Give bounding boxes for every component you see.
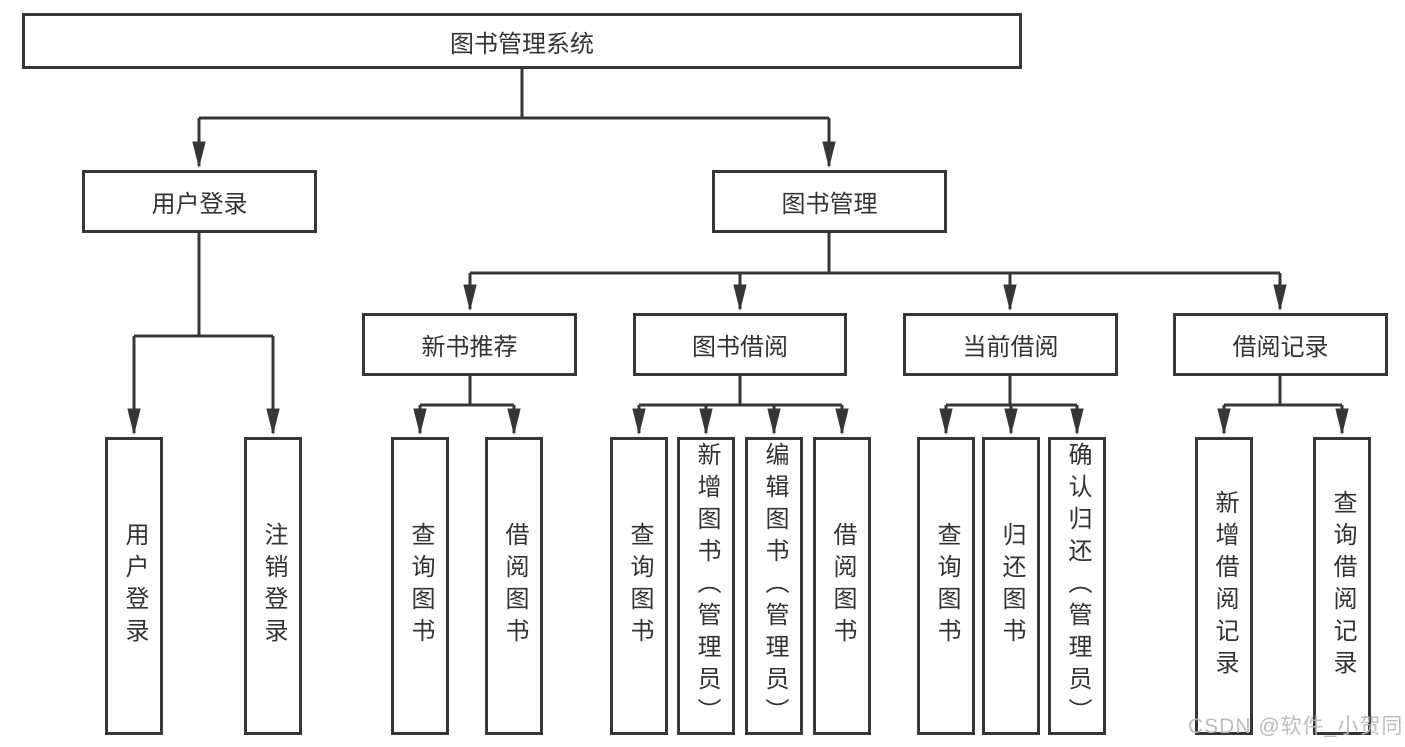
leaf-label: 查询图书	[626, 522, 653, 650]
node-library-management-system: 图书管理系统	[22, 13, 1022, 69]
leaf-node-query-books: 查询图书	[610, 437, 668, 735]
leaf-node-query-books: 查询图书	[917, 437, 975, 735]
leaf-node-edit-books-admin: 编辑图书（管理员）	[745, 437, 803, 735]
leaf-node-query-borrow-record: 查询借阅记录	[1313, 437, 1371, 735]
leaf-label: 新增图书（管理员）	[693, 442, 720, 730]
node-new-book-recommend: 新书推荐	[362, 313, 577, 376]
leaf-label: 查询图书	[407, 522, 434, 650]
node-current-borrowing: 当前借阅	[903, 313, 1118, 376]
leaf-node-borrow-books: 借阅图书	[813, 437, 871, 735]
leaf-node-query-books: 查询图书	[391, 437, 449, 735]
leaf-label: 借阅图书	[501, 522, 528, 650]
leaf-label: 归还图书	[998, 522, 1025, 650]
leaf-node-return-books: 归还图书	[982, 437, 1040, 735]
leaf-label: 查询图书	[933, 522, 960, 650]
node-user-login: 用户登录	[82, 170, 317, 233]
leaf-label: 查询借阅记录	[1329, 490, 1356, 682]
leaf-label: 借阅图书	[829, 522, 856, 650]
leaf-node-borrow-books: 借阅图书	[485, 437, 543, 735]
leaf-label: 新增借阅记录	[1211, 490, 1238, 682]
leaf-node-confirm-return-admin: 确认归还（管理员）	[1048, 437, 1106, 735]
node-book-borrowing: 图书借阅	[633, 313, 847, 376]
leaf-label: 用户登录	[121, 522, 148, 650]
leaf-node-user-login: 用户登录	[105, 437, 163, 735]
leaf-node-add-books-admin: 新增图书（管理员）	[677, 437, 735, 735]
leaf-label: 确认归还（管理员）	[1064, 442, 1091, 730]
leaf-node-add-borrow-record: 新增借阅记录	[1195, 437, 1253, 735]
node-book-management: 图书管理	[712, 170, 947, 233]
leaf-label: 注销登录	[260, 522, 287, 650]
csdn-watermark: CSDN @软件_小贺同学	[1188, 715, 1405, 738]
node-borrowing-records: 借阅记录	[1173, 313, 1388, 376]
leaf-label: 编辑图书（管理员）	[761, 442, 788, 730]
leaf-node-logout: 注销登录	[244, 437, 302, 735]
